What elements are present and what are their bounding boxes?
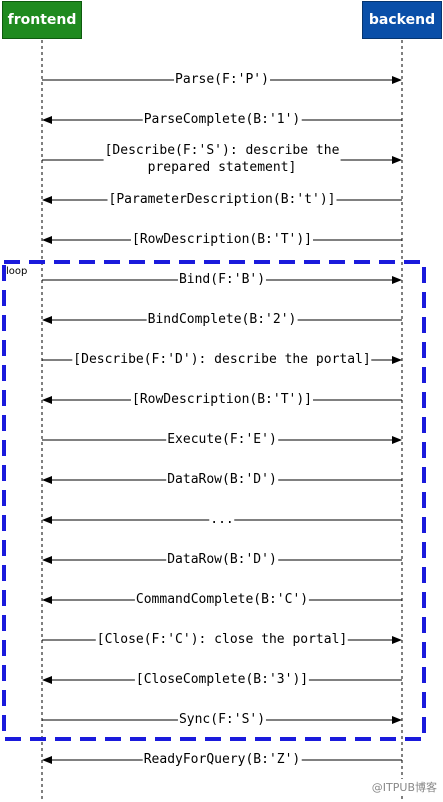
message-label-11: DataRow(B:'D') xyxy=(166,471,278,488)
message-label-4: [ParameterDescription(B:'t')] xyxy=(107,191,337,208)
message-label-9: [RowDescription(B:'T')] xyxy=(130,391,314,408)
message-label-3: [Describe(F:'S'): describe the prepared … xyxy=(103,142,341,176)
loop-frame xyxy=(2,260,426,741)
loop-label: loop xyxy=(6,266,28,277)
message-label-16: [CloseComplete(B:'3')] xyxy=(134,671,310,688)
message-label-15: [Close(F:'C'): close the portal] xyxy=(95,631,349,648)
message-label-12: ... xyxy=(209,511,235,528)
backend-participant: backend xyxy=(362,1,442,39)
watermark: @ITPUB博客 xyxy=(371,779,437,795)
message-label-7: BindComplete(B:'2') xyxy=(146,311,298,328)
message-label-8: [Describe(F:'D'): describe the portal] xyxy=(72,351,372,368)
message-label-10: Execute(F:'E') xyxy=(166,431,278,448)
message-label-1: Parse(F:'P') xyxy=(174,71,270,88)
message-label-14: CommandComplete(B:'C') xyxy=(134,591,310,608)
message-label-5: [RowDescription(B:'T')] xyxy=(130,231,314,248)
message-label-18: ReadyForQuery(B:'Z') xyxy=(142,751,302,768)
message-label-6: Bind(F:'B') xyxy=(177,271,267,288)
message-label-17: Sync(F:'S') xyxy=(177,711,267,728)
message-label-13: DataRow(B:'D') xyxy=(166,551,278,568)
message-label-2: ParseComplete(B:'1') xyxy=(142,111,302,128)
frontend-participant: frontend xyxy=(2,1,82,39)
